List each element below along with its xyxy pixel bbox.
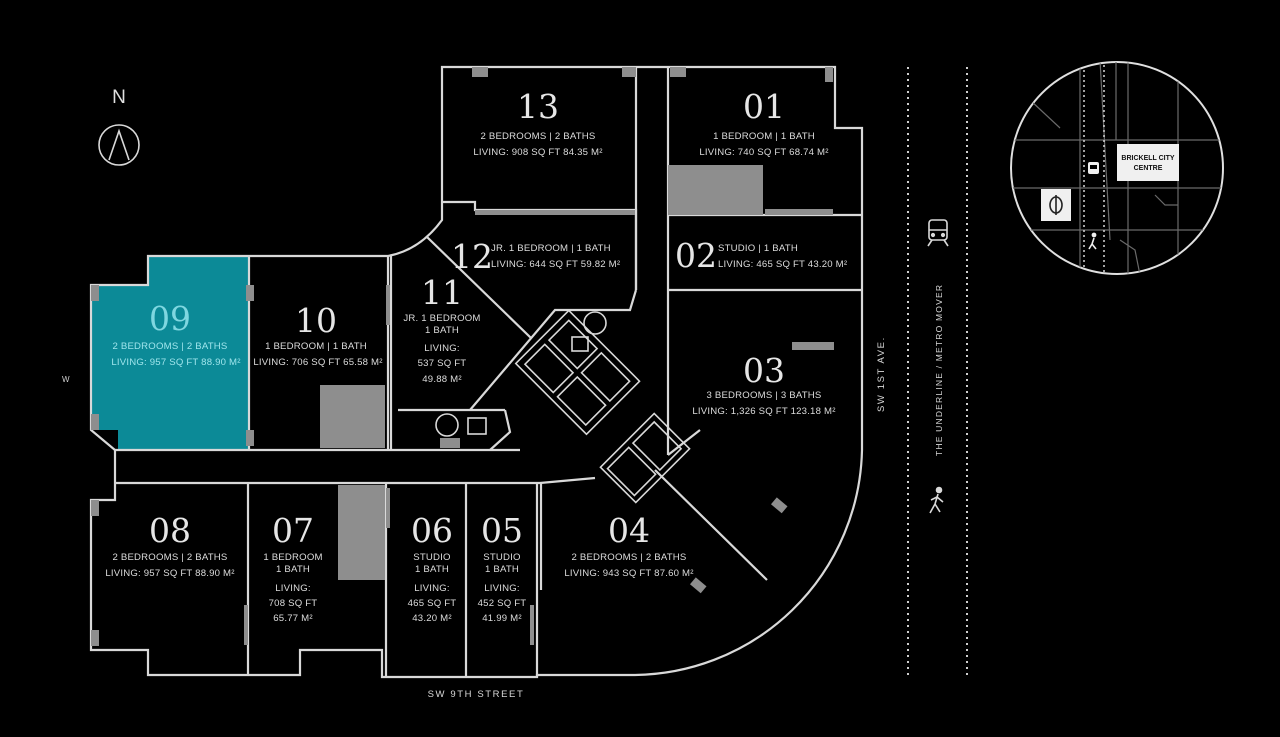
unit-m2: 65.77 M²: [273, 613, 313, 624]
unit-number: 13: [517, 87, 559, 126]
brickell-city-centre-marker: [1117, 144, 1179, 181]
unit-02[interactable]: 02 STUDIO | 1 BATH LIVING: 465 SQ FT 43.…: [675, 236, 848, 275]
unit-number: 06: [411, 511, 453, 550]
unit-living: LIVING:: [414, 583, 450, 594]
compass: N: [98, 87, 140, 166]
unit-area: LIVING: 957 SQ FT 88.90 M²: [105, 568, 235, 579]
unit-09-fill[interactable]: [91, 256, 249, 450]
transit-line-label: THE UNDERLINE / METRO MOVER: [934, 284, 944, 456]
unit-rooms: JR. 1 BEDROOM: [403, 313, 480, 324]
landmark-line-1: BRICKELL CITY: [1121, 155, 1174, 162]
unit-rooms: 2 BEDROOMS | 2 BATHS: [112, 552, 227, 563]
unit-number: 11: [421, 273, 463, 312]
unit-08[interactable]: 08 2 BEDROOMS | 2 BATHS LIVING: 957 SQ F…: [105, 511, 235, 579]
locator-map: BRICKELL CITY CENTRE: [1010, 61, 1224, 275]
unit-rooms: 3 BEDROOMS | 3 BATHS: [706, 390, 821, 401]
street-sw-9th: SW 9TH STREET: [428, 689, 525, 700]
unit-area: LIVING: 644 SQ FT 59.82 M²: [491, 259, 621, 270]
building-outline: [89, 65, 864, 679]
elevator-core: [435, 309, 691, 504]
unit-05[interactable]: 05 STUDIO 1 BATH LIVING: 452 SQ FT 41.99…: [478, 511, 527, 624]
unit-area: LIVING: 740 SQ FT 68.74 M²: [699, 147, 829, 158]
unit-m2: 49.88 M²: [422, 374, 462, 385]
unit-rooms: JR. 1 BEDROOM | 1 BATH: [491, 243, 611, 254]
unit-rooms: 2 BEDROOMS | 2 BATHS: [480, 131, 595, 142]
unit-rooms: 2 BEDROOMS | 2 BATHS: [571, 552, 686, 563]
west-label: W: [62, 375, 70, 384]
unit-10[interactable]: 10 1 BEDROOM | 1 BATH LIVING: 706 SQ FT …: [253, 301, 383, 368]
unit-rooms: STUDIO: [483, 552, 520, 563]
unit-rooms: STUDIO | 1 BATH: [718, 243, 798, 254]
pedestrian-icon: [929, 486, 944, 514]
unit-sqft: 465 SQ FT: [408, 598, 457, 609]
train-icon: [927, 219, 949, 247]
building-core: [91, 67, 834, 646]
unit-number: 10: [295, 301, 337, 340]
unit-baths: 1 BATH: [415, 564, 449, 575]
unit-number: 07: [272, 511, 314, 550]
unit-area: LIVING: 957 SQ FT 88.90 M²: [111, 357, 241, 368]
unit-03[interactable]: 03 3 BEDROOMS | 3 BATHS LIVING: 1,326 SQ…: [692, 351, 836, 417]
unit-12[interactable]: 12 JR. 1 BEDROOM | 1 BATH LIVING: 644 SQ…: [451, 237, 621, 276]
unit-13[interactable]: 13 2 BEDROOMS | 2 BATHS LIVING: 908 SQ F…: [473, 87, 603, 158]
unit-sqft: 452 SQ FT: [478, 598, 527, 609]
unit-living: LIVING:: [484, 583, 520, 594]
unit-06[interactable]: 06 STUDIO 1 BATH LIVING: 465 SQ FT 43.20…: [408, 511, 457, 624]
unit-number: 09: [149, 299, 191, 338]
compass-icon: [98, 124, 140, 166]
street-sw-1st-ave: SW 1ST AVE.: [876, 336, 887, 412]
unit-number: 01: [743, 87, 785, 126]
unit-rooms: STUDIO: [413, 552, 450, 563]
unit-area: LIVING: 908 SQ FT 84.35 M²: [473, 147, 603, 158]
unit-baths: 1 BATH: [276, 564, 310, 575]
map-train-icon: [1088, 162, 1099, 174]
unit-rooms: 2 BEDROOMS | 2 BATHS: [112, 341, 227, 352]
unit-baths: 1 BATH: [485, 564, 519, 575]
landmark-line-2: CENTRE: [1134, 165, 1163, 172]
north-label: N: [112, 87, 126, 108]
unit-sqft: 537 SQ FT: [418, 358, 467, 369]
unit-07[interactable]: 07 1 BEDROOM 1 BATH LIVING: 708 SQ FT 65…: [263, 511, 322, 624]
unit-number: 08: [149, 511, 191, 550]
unit-living: LIVING:: [275, 583, 311, 594]
unit-m2: 41.99 M²: [482, 613, 522, 624]
unit-m2: 43.20 M²: [412, 613, 452, 624]
unit-rooms: 1 BEDROOM: [263, 552, 322, 563]
unit-area: LIVING: 943 SQ FT 87.60 M²: [564, 568, 694, 579]
unit-sqft: 708 SQ FT: [269, 598, 318, 609]
unit-area: LIVING: 706 SQ FT 65.58 M²: [253, 357, 383, 368]
unit-area: LIVING: 465 SQ FT 43.20 M²: [718, 259, 848, 270]
unit-area: LIVING: 1,326 SQ FT 123.18 M²: [692, 406, 836, 417]
unit-rooms: 1 BEDROOM | 1 BATH: [265, 341, 367, 352]
unit-number: 02: [675, 236, 717, 275]
unit-number: 04: [608, 511, 650, 550]
unit-04[interactable]: 04 2 BEDROOMS | 2 BATHS LIVING: 943 SQ F…: [564, 511, 694, 579]
unit-rooms: 1 BEDROOM | 1 BATH: [713, 131, 815, 142]
map-pedestrian-icon: [1088, 232, 1097, 250]
unit-01[interactable]: 01 1 BEDROOM | 1 BATH LIVING: 740 SQ FT …: [699, 87, 829, 158]
unit-living: LIVING:: [424, 343, 460, 354]
unit-number: 12: [451, 237, 493, 276]
unit-baths: 1 BATH: [425, 325, 459, 336]
unit-number: 05: [481, 511, 523, 550]
unit-11[interactable]: 11 JR. 1 BEDROOM 1 BATH LIVING: 537 SQ F…: [403, 273, 480, 385]
unit-09[interactable]: 09 2 BEDROOMS | 2 BATHS LIVING: 957 SQ F…: [111, 299, 241, 368]
unit-number: 03: [743, 351, 785, 390]
